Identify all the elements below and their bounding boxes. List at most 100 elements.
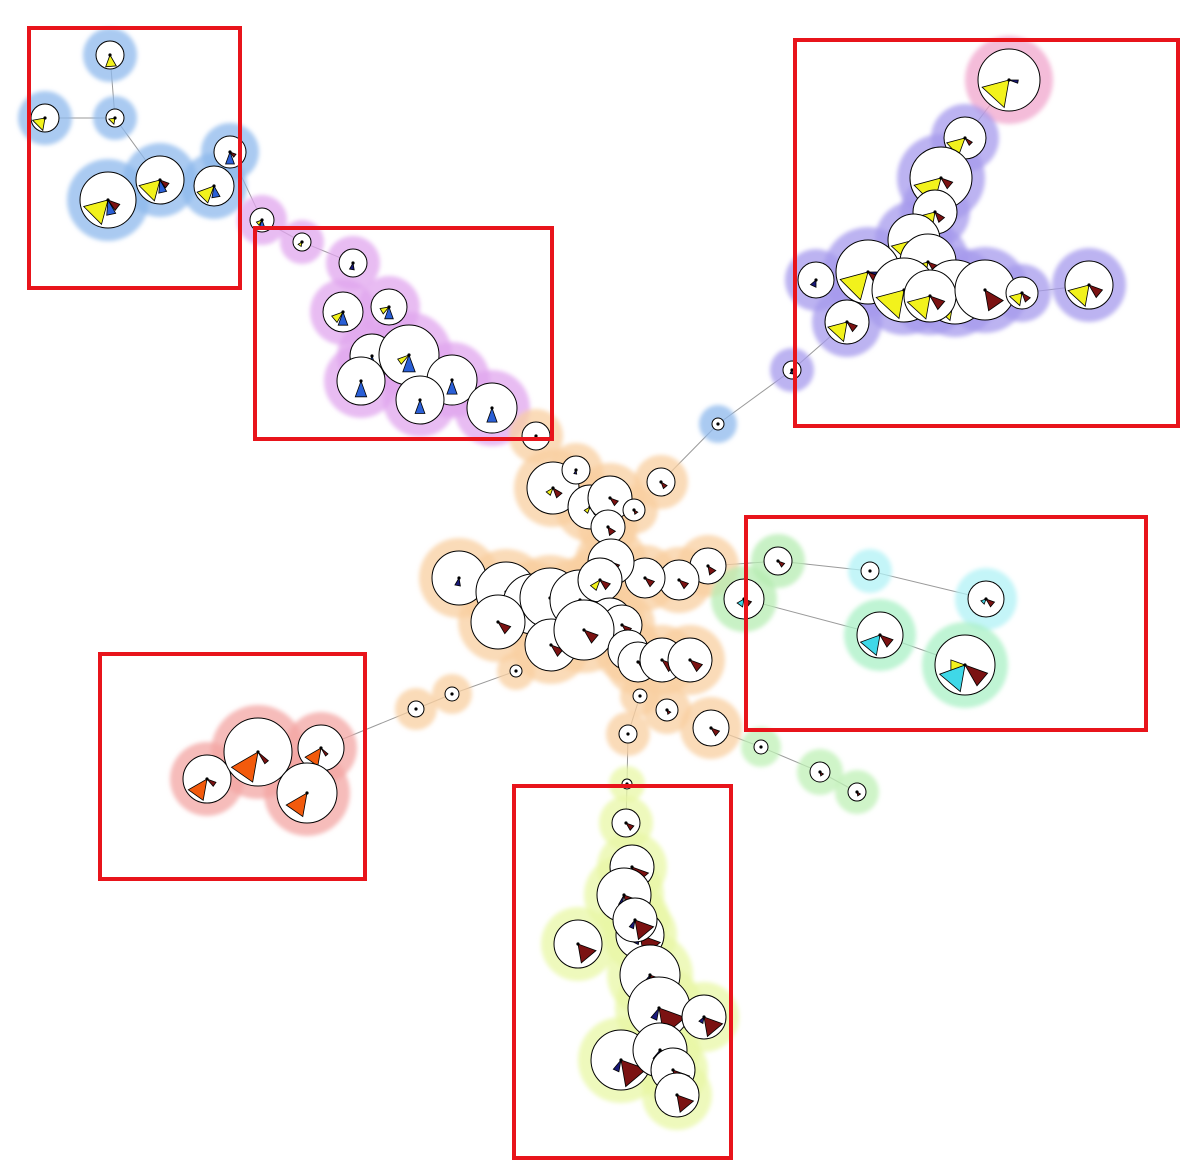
node-slice <box>660 481 668 490</box>
node-26 <box>797 261 835 299</box>
node-slice <box>628 918 636 930</box>
node-8 <box>292 232 312 252</box>
node-center-dot <box>963 663 967 667</box>
node-79 <box>182 754 232 804</box>
node-center-dot <box>630 865 634 869</box>
node-center-dot <box>582 628 586 632</box>
node-center-dot <box>675 1093 679 1097</box>
node-center-dot <box>260 218 264 222</box>
node-slice <box>929 295 946 311</box>
node-slice <box>583 506 591 514</box>
node-3 <box>79 171 137 229</box>
node-66 <box>655 698 679 722</box>
node-slice <box>205 778 217 788</box>
node-center-dot <box>963 136 967 140</box>
node-slice <box>678 579 690 590</box>
node-center-dot <box>706 564 710 568</box>
node-center-dot <box>228 150 232 154</box>
node-76 <box>753 739 769 755</box>
node-slice <box>1008 292 1023 307</box>
node-center-dot <box>551 486 555 490</box>
node-65 <box>632 688 648 704</box>
node-slice <box>138 179 161 202</box>
node-slice <box>963 136 973 146</box>
node-slice <box>228 151 237 158</box>
highlight-box-5 <box>512 784 733 1160</box>
node-center-dot <box>319 746 323 750</box>
node-center-dot <box>709 726 713 730</box>
node-slice <box>620 1059 648 1088</box>
node-55 <box>470 594 526 650</box>
node-72 <box>860 561 880 581</box>
node-center-dot <box>450 692 454 696</box>
node-10 <box>322 291 364 333</box>
node-slice <box>158 179 170 189</box>
node-center-dot <box>619 1058 623 1062</box>
node-center-dot <box>574 468 578 472</box>
node-center-dot <box>626 732 630 736</box>
node-center-dot <box>212 184 216 188</box>
node-slice <box>158 178 168 194</box>
node-95 <box>654 1072 700 1118</box>
node-slice <box>875 289 905 320</box>
node-19 <box>943 116 987 160</box>
node-center-dot <box>43 116 47 120</box>
node-center-dot <box>759 745 763 749</box>
node-slice <box>577 943 597 964</box>
node-74 <box>856 611 904 659</box>
node-slice <box>550 644 564 657</box>
node-38 <box>561 455 591 485</box>
node-center-dot <box>868 569 872 573</box>
node-slice <box>964 664 989 687</box>
node-14 <box>336 356 386 406</box>
node-slice <box>497 621 512 635</box>
node-slice <box>230 751 259 783</box>
node-center-dot <box>671 1068 675 1072</box>
node-center-dot <box>387 305 391 309</box>
node-center-dot <box>624 821 628 825</box>
node-slice <box>384 305 394 320</box>
node-center-dot <box>490 406 494 410</box>
node-slice <box>839 271 869 301</box>
node-center-dot <box>305 791 309 795</box>
node-slice <box>196 185 215 204</box>
node-slice <box>105 54 117 68</box>
node-center-dot <box>351 261 355 265</box>
node-slice <box>331 311 344 324</box>
node-slice <box>607 526 617 537</box>
node-center-dot <box>814 278 818 282</box>
node-29 <box>903 269 957 323</box>
node-83 <box>611 808 641 838</box>
node-center-dot <box>643 576 647 580</box>
node-center-dot <box>633 918 637 922</box>
node-slice <box>552 487 563 499</box>
node-center-dot <box>688 658 692 662</box>
node-slice <box>454 576 461 587</box>
node-slice <box>414 398 426 414</box>
node-35 <box>521 421 551 451</box>
node-45 <box>624 557 666 599</box>
node-4 <box>135 155 185 205</box>
node-30 <box>954 259 1016 321</box>
node-41 <box>622 498 646 522</box>
node-slice <box>285 792 308 818</box>
node-slice <box>187 778 208 801</box>
node-slice <box>304 747 322 767</box>
node-slice <box>1088 284 1104 299</box>
highlight-box-3 <box>744 515 1148 732</box>
node-slice <box>379 306 391 315</box>
node-64 <box>407 700 425 718</box>
node-slice <box>402 353 416 373</box>
node-slice <box>609 497 619 507</box>
node-slice <box>337 310 349 326</box>
node-center-dot <box>638 694 642 698</box>
node-61 <box>667 637 713 683</box>
node-slice <box>984 289 1004 312</box>
node-81 <box>297 724 345 772</box>
node-center-dot <box>576 942 580 946</box>
node-slice <box>985 598 996 608</box>
node-63 <box>444 686 460 702</box>
node-center-dot <box>1087 283 1091 287</box>
node-center-dot <box>660 658 664 662</box>
